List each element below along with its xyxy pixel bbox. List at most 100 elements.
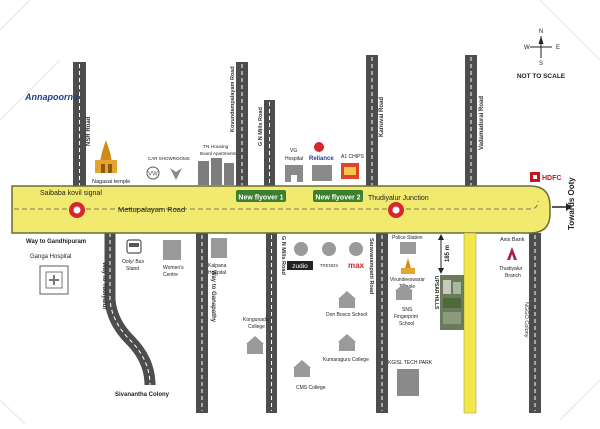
gnmills-top-label: G N Mills Road (258, 107, 264, 146)
hdfc-label: HDFC (542, 175, 561, 182)
branch-label: Branch (505, 273, 521, 279)
road-nsr (73, 62, 86, 189)
nsr-road-label: NSR Road (86, 116, 92, 146)
sns-school-label: School (399, 321, 414, 327)
road-tudiyalur-curve (104, 233, 156, 386)
reliance-logo-icon (314, 142, 324, 152)
main-road-label: Mettupalayam Road (118, 205, 185, 214)
store-icons (294, 242, 363, 256)
side-road-dashes (79, 57, 536, 411)
thudiyalur-marker-icon (388, 202, 404, 218)
max-label: max (348, 261, 365, 270)
zudio-label: zudio (292, 263, 308, 270)
thudiyalur-branch-label: Thudiyalur (499, 266, 523, 272)
ooty-bus-label: Ooty/ Bus (122, 259, 144, 265)
compass-n: N (539, 29, 543, 35)
road-kovundam (236, 62, 248, 189)
towards-ooty-arrow (552, 203, 572, 211)
nagasai-temple-icon (95, 140, 117, 173)
hdfc-logo-icon (530, 172, 540, 182)
compass-s: S (539, 61, 543, 67)
womens-centre-icon (163, 240, 181, 260)
vg-hospital-icon (285, 165, 303, 182)
sns-fingerprint-label: Fingerprint (394, 314, 419, 320)
axis-bank-logo-icon (507, 247, 517, 260)
saibaba-label: Saibaba kovil signal (40, 190, 102, 197)
bus-icon (126, 239, 142, 254)
car-showrooms-label: CAR SHOWROOMS (148, 156, 190, 161)
board-apartments-label: Board Apartments (200, 151, 237, 156)
kgisl-label: KGISL TECH PARK (388, 360, 433, 366)
vg-hospital-label: Hospital (285, 156, 303, 162)
ganga-hospital-icon (39, 265, 69, 295)
distance-label: 185 m (445, 245, 451, 262)
cms-label: CMS College (296, 385, 326, 391)
annapoorna-logo: Annapoorna (24, 92, 78, 102)
saravanampatti-label: Saravanampatti Road (368, 238, 374, 294)
tn-housing-label: TN Housing (203, 144, 229, 150)
reliance-label: Reliance (309, 156, 334, 162)
kumaraguru-label: Kumaraguru College (323, 357, 369, 363)
reliance-store-icon (312, 165, 332, 181)
kumaraguru-college-icon (338, 334, 356, 351)
kgisl-building-icon (397, 369, 419, 396)
flyover-1-label: New flyover 1 (238, 195, 283, 202)
main-road-dash (14, 200, 539, 210)
temple-icon (401, 258, 415, 274)
compass-icon: N S E W (524, 29, 560, 67)
kalpana-label: Kalpana (208, 263, 227, 269)
bus-stand-label: Stand (126, 266, 139, 272)
police-station-label: Police Station (392, 235, 423, 241)
kalpana-hospital-label: Hospital (208, 270, 226, 276)
thudiyalur-junction-label: Thudiyalur Junction (368, 195, 429, 202)
towards-ooty-label: Towards Ooty (567, 177, 576, 230)
vg-label: VG (290, 148, 297, 154)
axis-bank-label: Axis Bank (500, 237, 525, 243)
road-tudiyalur-dash (109, 233, 151, 386)
sns-label: SNS (402, 307, 413, 313)
kovundam-road-label: Kovundampalayam Road (230, 66, 236, 132)
zudio-logo-icon (287, 261, 313, 270)
approach-road (463, 232, 477, 414)
compass-w: W (524, 45, 530, 51)
a1-chips-logo-icon (341, 163, 359, 179)
ganga-hospital-label: Ganga Hospital (30, 254, 71, 260)
gnmills-bottom-label: G N Mills Road (280, 236, 286, 275)
flyover-2: New flyover 2 (313, 190, 363, 202)
donbosco-school-icon (338, 291, 356, 308)
vw-logo-icon: VW (146, 166, 160, 180)
centre-label: Centre (163, 272, 178, 278)
saibaba-marker-icon (69, 202, 85, 218)
virundeswarar-label: Virundeeswarar (390, 277, 425, 283)
sns-school-icon (395, 283, 413, 300)
svg-text:VW: VW (148, 172, 158, 178)
not-to-scale-label: NOT TO SCALE (517, 73, 566, 80)
kongunadu-college-icon (246, 336, 264, 354)
sivanantha-label: Sivanantha Colony (115, 392, 170, 398)
compass-e: E (556, 45, 560, 51)
project-site-image (440, 275, 464, 330)
womens-label: Women's (163, 265, 184, 271)
kongunadu-label: Kongunadu (243, 317, 269, 323)
nagasai-label: Nagasai temple (92, 179, 130, 185)
trends-label: TRENDS (320, 263, 339, 268)
kanuvai-road-label: Kanuvai Road (379, 97, 385, 137)
ganapathy-way-label: Way to Ganapathy (210, 270, 216, 323)
apartments-icon (198, 158, 234, 185)
tudiyalur-way-label: Way to Tudiyalur (101, 262, 107, 310)
cms-college-icon (293, 360, 311, 377)
a1-chips-label: A1 CHIPS (341, 154, 364, 160)
car-brand-logo-icon (170, 168, 182, 180)
project-label: UPSAR HILLS (433, 276, 439, 310)
kongunadu-college-label: College (248, 324, 265, 330)
kalpana-hospital-icon (211, 238, 227, 258)
flyover-1: New flyover 1 (236, 190, 286, 202)
vadamadurai-road-label: Vadamadurai Road (479, 96, 485, 150)
flyover-2-label: New flyover 2 (315, 195, 360, 202)
police-station-icon (400, 242, 416, 254)
donbosco-label: Don Bosco School (326, 312, 367, 318)
gandhipuram-way-label: Way to Gandhipuram (26, 239, 86, 245)
